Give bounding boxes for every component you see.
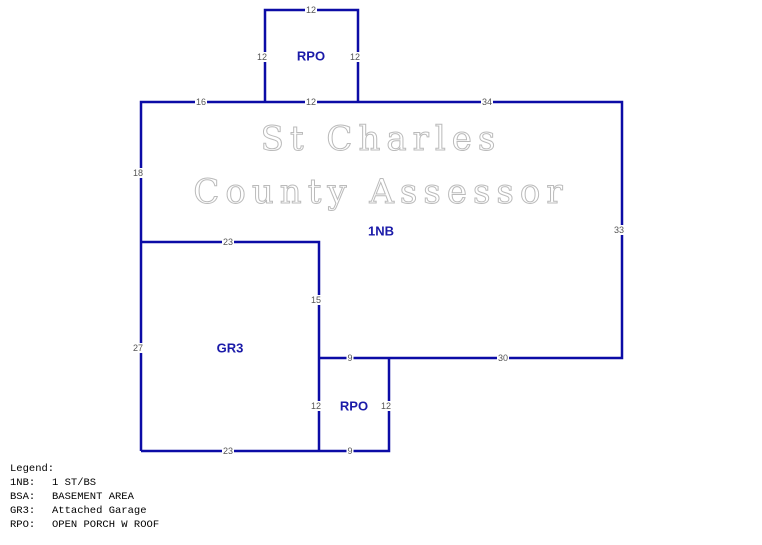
- legend-desc: Attached Garage: [52, 505, 147, 517]
- dim-label-background: [131, 343, 145, 353]
- dim-label-background: [304, 5, 318, 15]
- dim-label-background: [348, 52, 362, 62]
- dim-label-background: [346, 353, 354, 363]
- dim-label: 12: [381, 401, 391, 411]
- area-label-porch-top: RPO: [297, 49, 325, 64]
- dim-label: 12: [306, 5, 316, 15]
- dim-label-background: [309, 295, 323, 305]
- dim-label: 16: [196, 97, 206, 107]
- legend-desc: OPEN PORCH W ROOF: [52, 519, 160, 531]
- dim-label: 9: [347, 446, 352, 456]
- watermark-line2: County Assessor: [193, 172, 568, 212]
- dim-label: 12: [257, 52, 267, 62]
- area-label-main: 1NB: [368, 224, 394, 239]
- dim-label-background: [131, 168, 145, 178]
- dim-label: 18: [133, 168, 143, 178]
- legend-item: RPO: OPEN PORCH W ROOF: [10, 518, 159, 532]
- dim-label: 12: [306, 97, 316, 107]
- dim-label-background: [194, 97, 208, 107]
- legend-title: Legend:: [10, 463, 55, 475]
- legend-code: 1NB:: [10, 477, 36, 489]
- legend-item: BSA: BASEMENT AREA: [10, 490, 159, 504]
- main-outline: [139, 100, 624, 451]
- dim-label-background: [255, 52, 269, 62]
- legend-desc: 1 ST/BS: [52, 477, 97, 489]
- dim-label-background: [496, 353, 510, 363]
- dim-label-background: [221, 237, 235, 247]
- dim-label-background: [379, 401, 393, 411]
- dim-label-background: [346, 446, 354, 456]
- dim-label-background: [304, 97, 318, 107]
- dimension-labels: 12 12 12 16 12 34 18 33 23 15 27 9 30 12…: [131, 5, 626, 456]
- garage-outline: [141, 240, 321, 451]
- legend-item: 1NB: 1 ST/BS: [10, 476, 159, 490]
- dim-label: 30: [498, 353, 508, 363]
- dim-label: 23: [223, 237, 233, 247]
- dim-label-background: [221, 446, 235, 456]
- dim-label: 27: [133, 343, 143, 353]
- area-label-porch-bottom: RPO: [340, 399, 368, 414]
- legend-code: GR3:: [10, 505, 36, 517]
- watermark-line1: St Charles: [261, 119, 502, 159]
- area-label-garage: GR3: [217, 341, 244, 356]
- dim-label: 34: [482, 97, 492, 107]
- legend-item: GR3: Attached Garage: [10, 504, 159, 518]
- legend-code: BSA:: [10, 491, 36, 503]
- dim-label: 15: [311, 295, 321, 305]
- legend-desc: BASEMENT AREA: [52, 491, 134, 503]
- dim-label: 33: [614, 225, 624, 235]
- dim-label: 12: [350, 52, 360, 62]
- dim-label-background: [480, 97, 494, 107]
- dim-label: 9: [347, 353, 352, 363]
- dim-label-background: [309, 401, 323, 411]
- dim-label: 23: [223, 446, 233, 456]
- dim-label-background: [612, 225, 626, 235]
- dim-label: 12: [311, 401, 321, 411]
- legend: Legend: 1NB: 1 ST/BS BSA: BASEMENT AREA GR3: A…: [10, 462, 159, 532]
- legend-code: RPO:: [10, 519, 36, 531]
